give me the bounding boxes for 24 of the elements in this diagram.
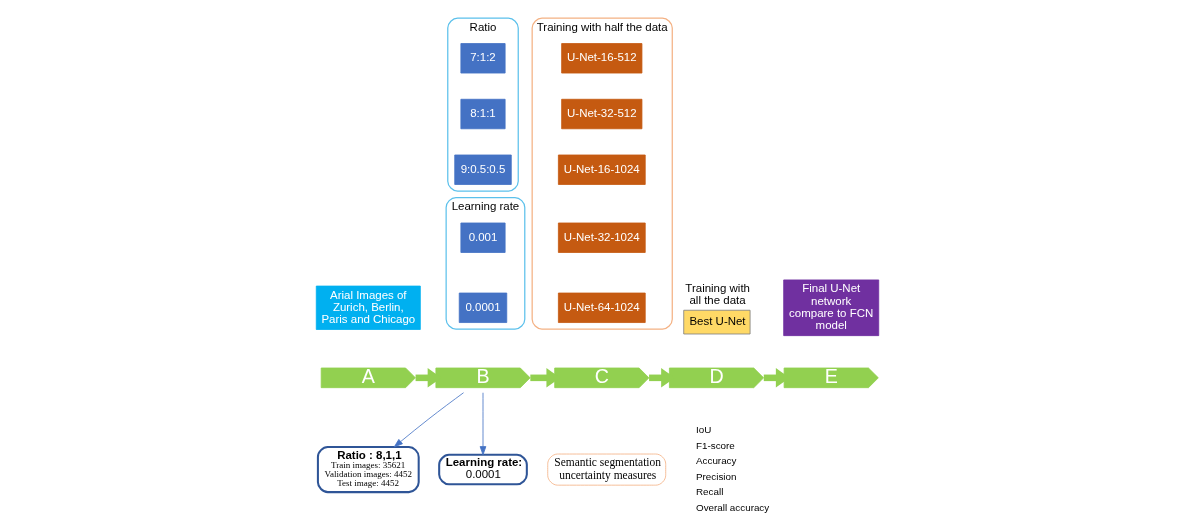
- node-box: U-Net-16-512: [561, 43, 643, 74]
- node-box: Semantic segmentation uncertainty measures: [547, 453, 667, 486]
- node-box: 0.001: [460, 222, 506, 253]
- node-box: Learning rate: 0.0001: [438, 453, 528, 486]
- arrow: [479, 392, 487, 456]
- label: Precision: [696, 470, 737, 482]
- label: IoU: [696, 424, 712, 436]
- node-box: Ratio : 8,1,1 Train images: 35621 Validation images: 4452 Test image: 4452: [316, 446, 420, 494]
- label: Accuracy: [696, 455, 737, 467]
- node-box: 8:1:1: [460, 98, 506, 130]
- node-label: Training with all the data: [685, 281, 750, 306]
- node-box: U-Net-32-512: [561, 98, 643, 130]
- label: F1-score: [696, 439, 735, 451]
- node-box: Arial Images of Zurich, Berlin, Paris and Chicago: [315, 285, 421, 330]
- arrow: [393, 392, 464, 448]
- label: Overall accuracy: [696, 502, 770, 514]
- node-box: 7:1:2: [460, 43, 506, 74]
- node-box: 0.0001: [458, 292, 508, 323]
- node-box: 9:0.5:0.5: [454, 154, 512, 185]
- node-box: Final U-Net network compare to FCN model: [783, 279, 880, 337]
- node-box: U-Net-16-1024: [557, 154, 646, 185]
- node-box: U-Net-32-1024: [557, 222, 646, 253]
- node-box: U-Net-64-1024: [557, 292, 646, 323]
- label: Recall: [696, 486, 724, 498]
